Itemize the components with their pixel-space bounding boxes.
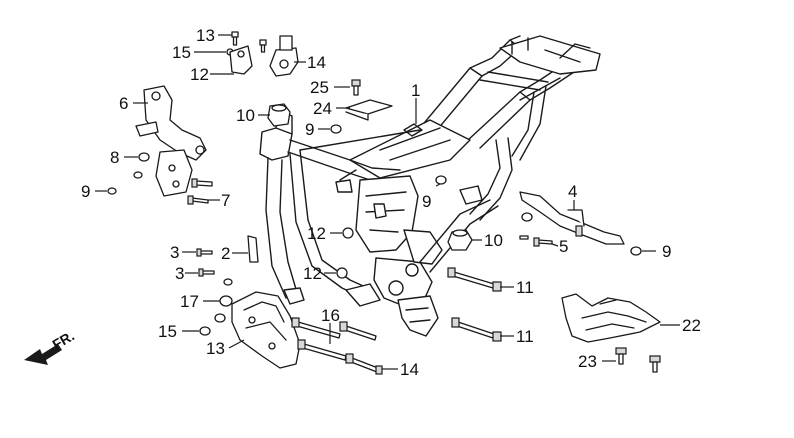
part-22-skid-plate — [561, 293, 661, 343]
callout-18: 12 — [190, 65, 209, 84]
callout-5: 5 — [559, 237, 568, 256]
callout-24: 24 — [313, 99, 332, 118]
part-7-bolt-upper — [191, 178, 213, 188]
callout-11-upper: 11 — [516, 278, 534, 297]
front-arrow-icon — [24, 344, 62, 365]
callout-14: 14 — [400, 360, 419, 379]
front-direction-indicator: FR. — [24, 327, 77, 365]
callout-9-right: 9 — [662, 242, 671, 261]
callout-23: 23 — [578, 352, 597, 371]
part-9-washer-middle — [435, 175, 447, 185]
callout-12-lower: 12 — [303, 264, 322, 283]
part-15-nut — [214, 313, 226, 323]
callout-15: 15 — [158, 322, 177, 341]
part-20-screw — [259, 39, 267, 53]
callout-9-left: 9 — [81, 182, 90, 201]
callout-10-upper: 10 — [236, 106, 255, 125]
part-17-collar — [219, 295, 233, 307]
part-20-sensor — [269, 35, 299, 77]
part-4-bracket — [519, 191, 625, 245]
callout-22: 22 — [682, 316, 701, 335]
callout-4: 4 — [568, 182, 577, 201]
part-25-bolt — [351, 79, 361, 96]
part-16-bolt-c — [339, 321, 377, 341]
callout-7: 7 — [221, 191, 230, 210]
part-5-screw — [519, 235, 529, 240]
part-9-washer-upper — [330, 124, 342, 134]
callout-8: 8 — [110, 148, 119, 167]
part-16-bolt-a — [291, 317, 341, 339]
part-23-bolt-left — [615, 347, 627, 365]
part-6-bracket — [135, 85, 207, 161]
part-16-bolt-b — [297, 339, 347, 361]
part-10-rubber-upper — [267, 103, 291, 127]
part-3-screw-upper — [196, 248, 213, 257]
part-15-washer — [199, 326, 211, 336]
part-5-bolt — [533, 237, 553, 247]
part-6-lower-plate — [155, 149, 193, 197]
callout-16: 16 — [321, 306, 340, 325]
callout-9-middle: 9 — [422, 192, 431, 211]
callout-20: 14 — [307, 53, 326, 72]
callout-12-upper: 12 — [307, 224, 326, 243]
callout-25: 25 — [310, 78, 329, 97]
callout-3-lower: 3 — [175, 264, 184, 283]
callout-19: 13 — [196, 26, 215, 45]
part-23-bolt-right — [649, 355, 661, 373]
part-nut-small — [133, 171, 143, 179]
leader-lines — [95, 34, 680, 370]
part-4-washer — [521, 212, 533, 222]
callout-2: 2 — [221, 244, 230, 263]
part-18-bracket — [229, 45, 253, 75]
part-12-washer-upper — [342, 227, 354, 239]
part-nut-3 — [223, 278, 233, 286]
callout-3-upper: 3 — [170, 243, 179, 262]
callout-labels: 13 15 12 14 25 24 1 6 10 9 8 9 7 9 4 12 … — [81, 26, 701, 379]
part-3-screw-lower — [198, 268, 215, 277]
part-9-washer-right — [630, 246, 642, 256]
part-19-bolt — [231, 31, 239, 46]
part-12-washer-lower — [336, 267, 348, 279]
callout-10-lower: 10 — [484, 231, 503, 250]
part-9-washer-left — [107, 187, 117, 195]
callout-1: 1 — [411, 81, 420, 100]
part-11-bolt-upper — [447, 267, 502, 292]
callout-17: 17 — [180, 292, 199, 311]
part-13-cover — [231, 291, 301, 369]
callout-6: 6 — [119, 94, 128, 113]
part-2-plate — [247, 235, 259, 263]
part-14-bolt — [345, 353, 383, 375]
part-7-bolt-lower — [187, 195, 209, 205]
callout-13: 13 — [206, 339, 225, 358]
part-11-bolt-lower — [451, 317, 502, 342]
callout-11-lower: 11 — [516, 327, 534, 346]
part-24-plate — [345, 99, 393, 121]
part-10-rubber-lower — [447, 229, 473, 251]
part-8-washer — [138, 152, 150, 162]
callout-21: 15 — [172, 43, 191, 62]
callout-9-upper: 9 — [305, 120, 314, 139]
frame-body — [259, 35, 601, 337]
